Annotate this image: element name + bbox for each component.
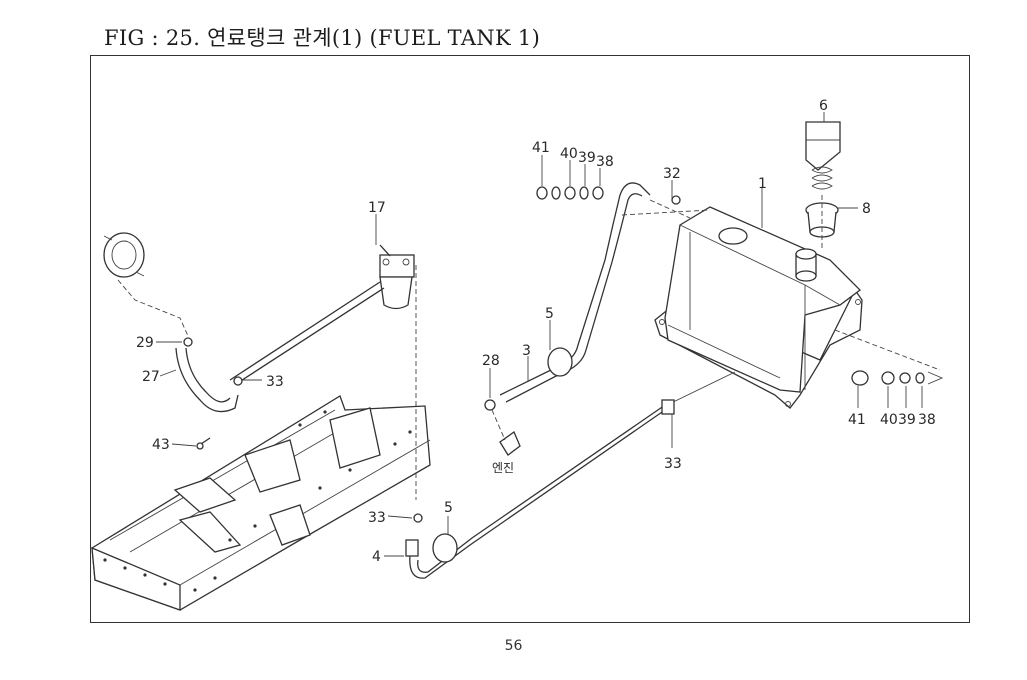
callout-40-lower: 40 [880, 412, 898, 428]
callout-33-lower: 33 [368, 510, 386, 526]
chassis-frame [91, 395, 431, 611]
fuel-filter [379, 244, 415, 310]
callout-43: 43 [152, 437, 170, 453]
fuel-pipe-lower [409, 409, 666, 579]
clamp-33-right [661, 399, 675, 415]
clamp-29 [183, 337, 193, 347]
hose-27-inner [185, 347, 231, 403]
callout-28: 28 [482, 353, 500, 369]
callout-29: 29 [136, 335, 154, 351]
drain-line [834, 329, 941, 371]
fuel-pipe-lower-inner [417, 402, 669, 573]
callout-40-upper: 40 [560, 146, 578, 162]
clip-28 [484, 399, 496, 411]
clamp-32 [671, 195, 681, 205]
page-number: 56 [504, 638, 523, 654]
diagram-frame [90, 55, 970, 623]
fuel-pump [103, 232, 145, 278]
tank-return-line [664, 371, 736, 407]
callout-38-lower: 38 [918, 412, 936, 428]
fuel-tank [654, 206, 863, 409]
leader-lines [156, 112, 923, 557]
callout-32: 32 [663, 166, 681, 182]
engine-connector [491, 409, 521, 456]
pipe-to-tank-line [649, 199, 691, 219]
clamp-33-upper [233, 376, 243, 386]
fitting-set-upper [536, 186, 604, 200]
callout-39-upper: 39 [578, 150, 596, 166]
callout-39-lower: 39 [898, 412, 916, 428]
callout-33-right: 33 [664, 456, 682, 472]
callout-1: 1 [758, 176, 767, 192]
filler-strainer [805, 121, 841, 190]
callout-33-upper: 33 [266, 374, 284, 390]
clamp-5-upper [547, 347, 573, 377]
callout-41-lower: 41 [848, 412, 866, 428]
callout-4: 4 [372, 549, 381, 565]
engine-label: 엔진 [492, 461, 514, 475]
callout-8: 8 [862, 201, 871, 217]
callout-38-upper: 38 [596, 154, 614, 170]
pipe-3 [499, 182, 651, 396]
hose-4 [405, 539, 419, 557]
fuel-pipe-filter-inner [235, 287, 385, 385]
callout-3: 3 [522, 343, 531, 359]
callout-17: 17 [368, 200, 386, 216]
clamp-33-lower [413, 513, 423, 523]
pipe-3-inner [505, 193, 643, 403]
callout-27: 27 [142, 369, 160, 385]
callout-5-upper: 5 [545, 306, 554, 322]
callout-6: 6 [819, 98, 828, 114]
clamp-5-lower [432, 533, 458, 563]
vent-line [621, 209, 711, 216]
page-title: FIG : 25. 연료탱크 관계(1) (FUEL TANK 1) [104, 26, 541, 50]
callout-41-upper: 41 [532, 140, 550, 156]
pump-hose-line [117, 279, 189, 337]
fuel-pipe-filter [229, 281, 381, 381]
hose-27 [175, 347, 239, 413]
fitting-set-lower [851, 370, 944, 386]
callout-5-lower: 5 [444, 500, 453, 516]
